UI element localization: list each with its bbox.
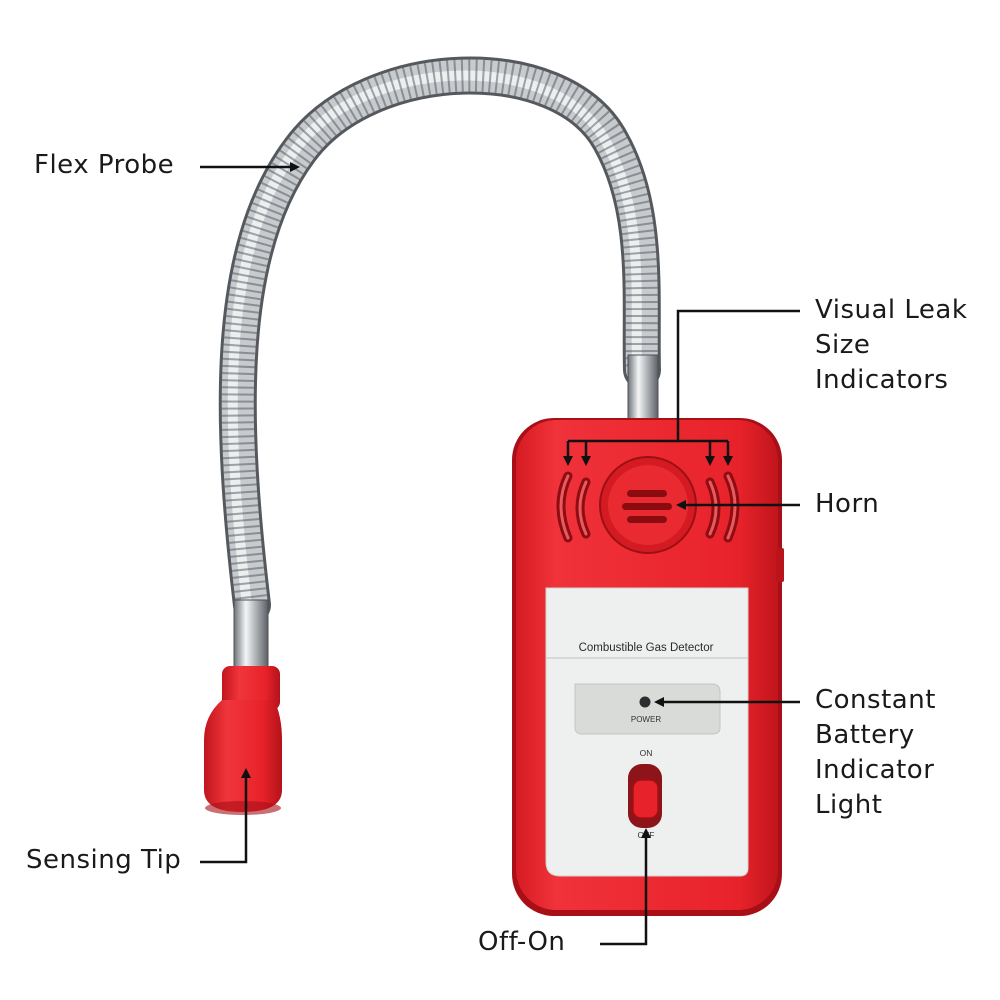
- power-indicator-light: [639, 696, 651, 708]
- label-horn-text: Horn: [815, 489, 880, 519]
- label-visual-leak-size-indicators: Visual Leak Size Indicators: [815, 293, 967, 398]
- label-battery-line-2: Battery: [815, 720, 915, 750]
- leader-arrowheads: [241, 162, 733, 838]
- sensing-tip: [204, 666, 282, 815]
- label-visual-line-2: Size: [815, 330, 871, 360]
- label-flex-probe-text: Flex Probe: [34, 150, 175, 180]
- flex-probe: [218, 56, 661, 624]
- label-constant-battery-indicator-light: Constant Battery Indicator Light: [815, 683, 936, 823]
- label-horn: Horn: [815, 487, 879, 522]
- off-on-switch[interactable]: [632, 779, 659, 819]
- probe-collar-top: [627, 354, 659, 424]
- label-battery-line-3: Indicator: [815, 755, 935, 785]
- leader-off-on: [600, 838, 648, 946]
- label-off-on: Off-On: [478, 925, 565, 960]
- label-visual-line-1: Visual Leak: [815, 295, 968, 325]
- label-battery-line-1: Constant: [815, 685, 936, 715]
- label-sensing-tip: Sensing Tip: [26, 843, 181, 878]
- label-flex-probe: Flex Probe: [34, 148, 174, 183]
- label-visual-line-3: Indicators: [815, 365, 949, 395]
- probe-collar-tip: [233, 599, 269, 673]
- power-label: POWER: [631, 715, 661, 724]
- label-sensing-tip-text: Sensing Tip: [26, 845, 182, 875]
- switch-on-label: ON: [640, 748, 653, 758]
- leader-sensing-tip: [200, 778, 248, 864]
- leader-lines: [200, 165, 800, 946]
- leader-visual-leak: [676, 309, 800, 441]
- label-battery-line-4: Light: [815, 790, 883, 820]
- horn: [599, 456, 697, 554]
- panel-title: Combustible Gas Detector: [579, 642, 714, 654]
- label-off-on-text: Off-On: [478, 927, 566, 957]
- front-panel: [545, 587, 749, 877]
